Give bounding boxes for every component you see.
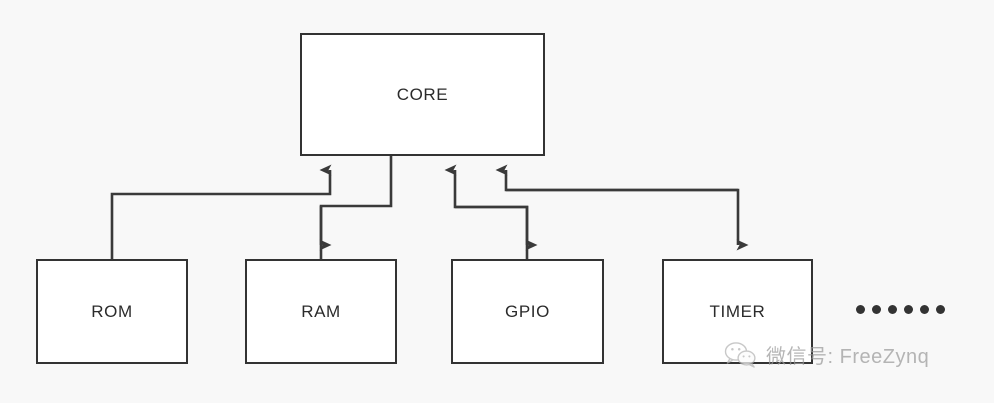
ellipsis-dot bbox=[904, 305, 913, 314]
ellipsis-dot bbox=[888, 305, 897, 314]
node-ram-label: RAM bbox=[301, 301, 341, 321]
ellipsis-dot bbox=[856, 305, 865, 314]
ellipsis-dot bbox=[936, 305, 945, 314]
node-timer[interactable]: TIMER bbox=[662, 259, 813, 364]
node-gpio[interactable]: GPIO bbox=[451, 259, 604, 364]
watermark-text: 微信号: FreeZynq bbox=[766, 346, 930, 368]
watermark: 微信号: FreeZynq bbox=[724, 340, 929, 369]
node-gpio-label: GPIO bbox=[505, 301, 550, 321]
node-rom[interactable]: ROM bbox=[36, 259, 188, 364]
ellipsis-dot bbox=[920, 305, 929, 314]
ellipsis-more-peripherals bbox=[856, 305, 945, 314]
wire-core-to-ram bbox=[319, 156, 393, 251]
node-timer-label: TIMER bbox=[709, 301, 766, 321]
node-ram[interactable]: RAM bbox=[245, 259, 397, 364]
wire-core-to-gpio bbox=[455, 205, 538, 251]
node-core[interactable]: CORE bbox=[300, 33, 545, 156]
wire-core-to-timer bbox=[506, 188, 749, 251]
ellipsis-dot bbox=[872, 305, 881, 314]
wire-gpio-to-core bbox=[444, 164, 529, 259]
node-rom-label: ROM bbox=[91, 301, 133, 321]
node-core-label: CORE bbox=[396, 84, 449, 104]
wire-rom-to-core bbox=[110, 164, 332, 259]
wire-timer-to-core bbox=[495, 164, 738, 192]
wechat-icon bbox=[724, 341, 756, 368]
